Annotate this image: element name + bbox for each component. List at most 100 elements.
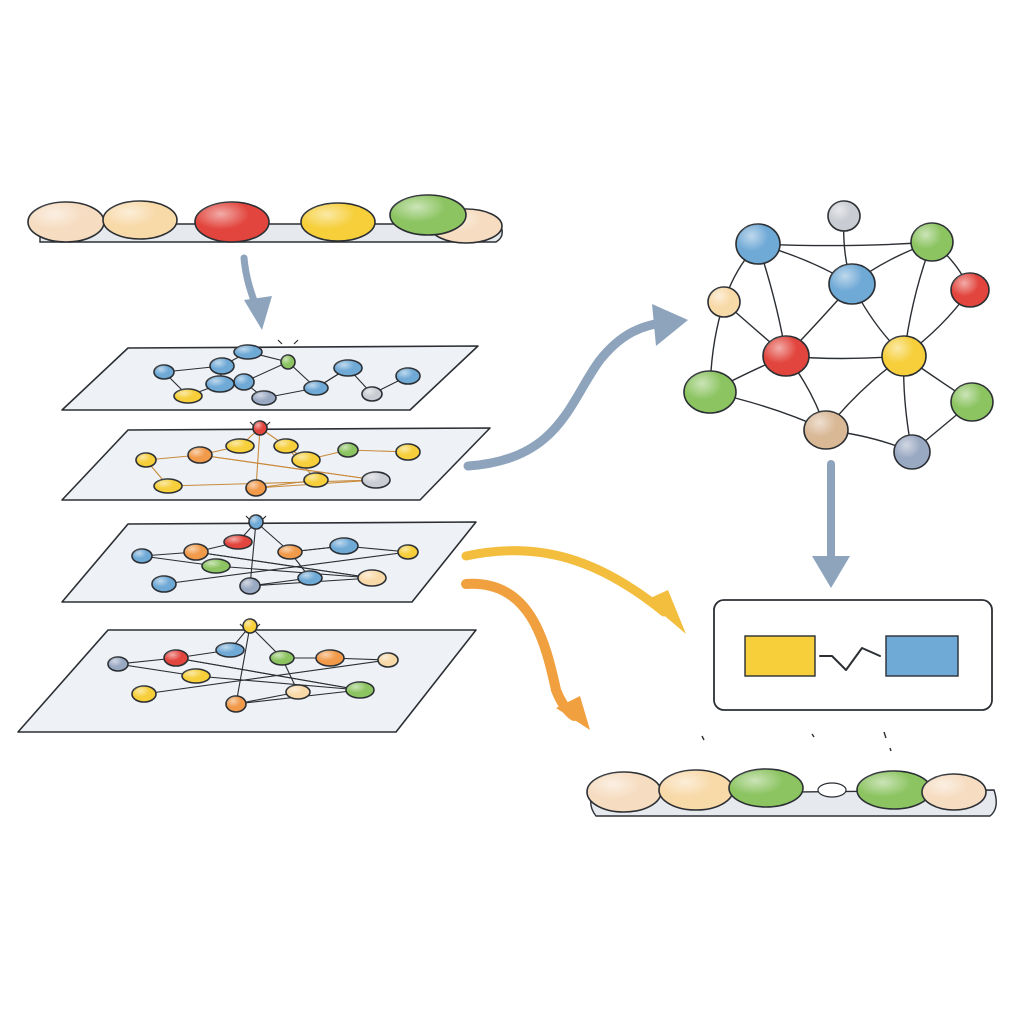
graph-node-7-highlight: [763, 336, 809, 376]
layer-4-node-6-highlight: [316, 650, 344, 666]
layer-2-node-10-highlight: [246, 480, 266, 496]
layer-4-edge-7: [143, 659, 389, 695]
output-token-2: [658, 769, 734, 811]
layer-1-node-5: [303, 380, 329, 396]
graph-node-10: [950, 382, 994, 422]
layer-3-node-11-highlight: [298, 571, 322, 585]
flow-arrows: [240, 254, 850, 730]
input-token-5: [389, 194, 467, 236]
comparison-box: [701, 599, 993, 752]
layer-3-node-5-highlight: [278, 545, 302, 559]
graph-node-3-highlight: [911, 223, 953, 261]
layer-3-connector-ticks: [245, 515, 267, 521]
comparison-right-block: [885, 635, 959, 677]
graph-node-1: [827, 200, 861, 232]
layer-3-node-7-highlight: [398, 545, 418, 559]
layer-1-node-10: [233, 373, 255, 391]
graph-node-8-highlight: [882, 336, 926, 376]
check-mark-icon: [819, 647, 881, 671]
layer-1-node-6: [333, 359, 363, 377]
layer-3-node-12: [357, 569, 387, 587]
layer-3-node-12-highlight: [358, 570, 386, 586]
output-token-1: [586, 771, 662, 813]
arrow-input-to-stack-head: [244, 296, 272, 330]
output-token-5-highlight: [922, 774, 986, 810]
layer-3-node-3: [223, 534, 253, 550]
input-token-3: [194, 201, 270, 243]
layer-2: [61, 420, 491, 501]
layer-4-node-9: [181, 668, 211, 684]
arrow-stack-to-box: [461, 546, 669, 617]
arrow-stack-to-output: [461, 578, 579, 721]
layer-4-node-4: [242, 618, 258, 634]
layer-1-node-2-highlight: [210, 358, 234, 374]
output-gap-marker: [817, 782, 847, 798]
layer-1-node-3: [233, 344, 263, 360]
layer-4-node-12-highlight: [346, 682, 374, 698]
input-token-2-highlight: [103, 201, 177, 239]
graph-node-7: [762, 335, 810, 377]
graph-node-2: [735, 223, 781, 265]
arrow-stack-to-output-head: [556, 696, 590, 730]
layer-3: [61, 514, 477, 603]
layer-2-node-11: [303, 472, 329, 488]
layer-2-node-2-highlight: [188, 447, 212, 463]
layer-2-node-10: [245, 479, 267, 497]
graph-node-5-highlight: [829, 264, 875, 304]
layer-4-node-1: [107, 656, 129, 672]
layer-3-node-10: [239, 577, 261, 595]
output-token-4: [856, 770, 932, 810]
layer-2-node-12-highlight: [362, 472, 390, 488]
layer-3-node-1: [131, 548, 153, 564]
layer-2-node-12: [361, 471, 391, 489]
layer-2-node-1: [135, 452, 157, 468]
layer-4-node-5-highlight: [270, 651, 294, 665]
layer-1-node-9: [173, 388, 203, 404]
input-token-4-highlight: [301, 203, 375, 241]
graph-node-5: [828, 263, 876, 305]
layer-2-edge-15: [199, 454, 377, 481]
graph-node-4: [707, 286, 741, 318]
graph-node-1-highlight: [828, 201, 860, 231]
input-token-1: [27, 201, 105, 243]
input-token-1-highlight: [28, 202, 104, 242]
layer-4-node-8: [131, 685, 157, 703]
layer-4-node-3-highlight: [216, 643, 244, 657]
layer-2-node-8-highlight: [396, 444, 420, 460]
arrow-graph-to-box-head: [812, 556, 850, 588]
layer-2-node-9-highlight: [154, 479, 182, 493]
arrow-stack-to-graph: [463, 317, 673, 471]
layer-3-node-8-highlight: [152, 576, 176, 592]
layer-4-node-5: [269, 650, 295, 666]
layer-4-node-2: [163, 649, 189, 667]
output-token-2-highlight: [659, 770, 733, 810]
layer-2-node-3: [225, 438, 255, 454]
graph-node-2-highlight: [736, 224, 780, 264]
layer-4-node-7-highlight: [378, 653, 398, 667]
layer-4-node-1-highlight: [108, 657, 128, 671]
layer-4-edge-14: [235, 625, 251, 705]
layer-2-node-9: [153, 478, 183, 494]
layer-1-node-1-highlight: [154, 365, 174, 379]
layer-1: [61, 339, 479, 411]
layer-1-node-7: [361, 386, 383, 402]
layer-1-node-5-highlight: [304, 381, 328, 395]
layer-4-node-10: [225, 695, 247, 713]
layer-2-node-8: [395, 443, 421, 461]
layer-1-node-4: [280, 354, 296, 370]
output-token-3-highlight: [729, 769, 803, 807]
layer-4-edge-9: [195, 675, 361, 691]
layer-2-node-7: [337, 442, 359, 458]
output-token-5: [921, 773, 987, 811]
layer-1-node-11: [251, 390, 277, 406]
layer-2-node-6: [291, 451, 321, 469]
sketch-marks: [701, 731, 892, 752]
layer-1-connector-ticks: [277, 339, 299, 345]
layer-1-node-12: [205, 375, 235, 393]
layer-1-node-7-highlight: [362, 387, 382, 401]
input-token-4: [300, 202, 376, 242]
layer-4-node-10-highlight: [226, 696, 246, 712]
graph-edge-22: [757, 241, 933, 247]
